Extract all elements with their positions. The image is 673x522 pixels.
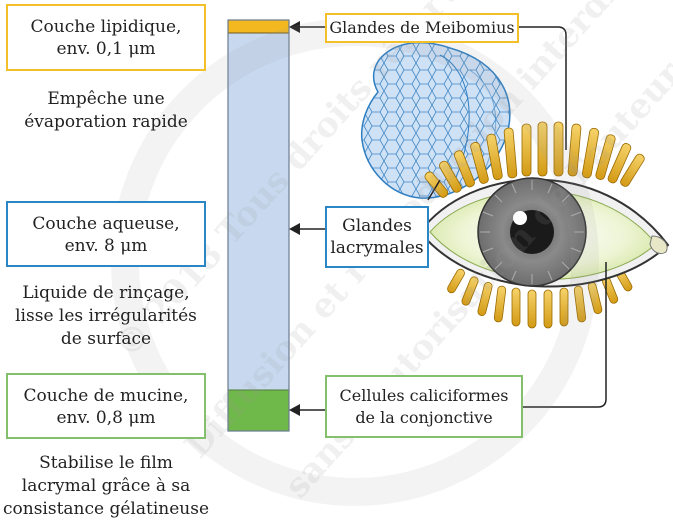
- aqueous-layer-box: Couche aqueuse, env. 8 μm: [6, 201, 206, 267]
- lipid-layer-bar: [228, 20, 289, 33]
- lipid-layer-description: Empêche une évaporation rapide: [6, 88, 206, 134]
- eye-drawing: [420, 122, 668, 328]
- aqueous-layer-description: Liquide de rinçage, lisse les irrégulari…: [0, 282, 212, 351]
- mucin-layer-thickness: env. 0,8 μm: [8, 407, 204, 429]
- goblet-cells-label: Cellules caliciformes de la conjonctive: [325, 375, 523, 438]
- aqueous-layer-thickness: env. 8 μm: [8, 235, 204, 257]
- mucin-layer-description: Stabilise le film lacrymal grâce à sa co…: [0, 452, 212, 521]
- meibomius-glands-label: Glandes de Meibomius: [325, 13, 519, 43]
- aqueous-layer-title: Couche aqueuse,: [8, 213, 204, 235]
- mucin-layer-box: Couche de mucine, env. 0,8 μm: [6, 373, 206, 439]
- lacrimal-glands-label: Glandes lacrymales: [325, 206, 429, 268]
- arrowheads: [289, 21, 300, 416]
- lipid-layer-thickness: env. 0,1 μm: [8, 38, 204, 60]
- lipid-layer-title: Couche lipidique,: [8, 16, 204, 38]
- mucin-layer-title: Couche de mucine,: [8, 385, 204, 407]
- lipid-layer-box: Couche lipidique, env. 0,1 μm: [6, 4, 206, 71]
- mucin-layer-bar: [228, 390, 289, 431]
- aqueous-layer-bar: [228, 33, 289, 390]
